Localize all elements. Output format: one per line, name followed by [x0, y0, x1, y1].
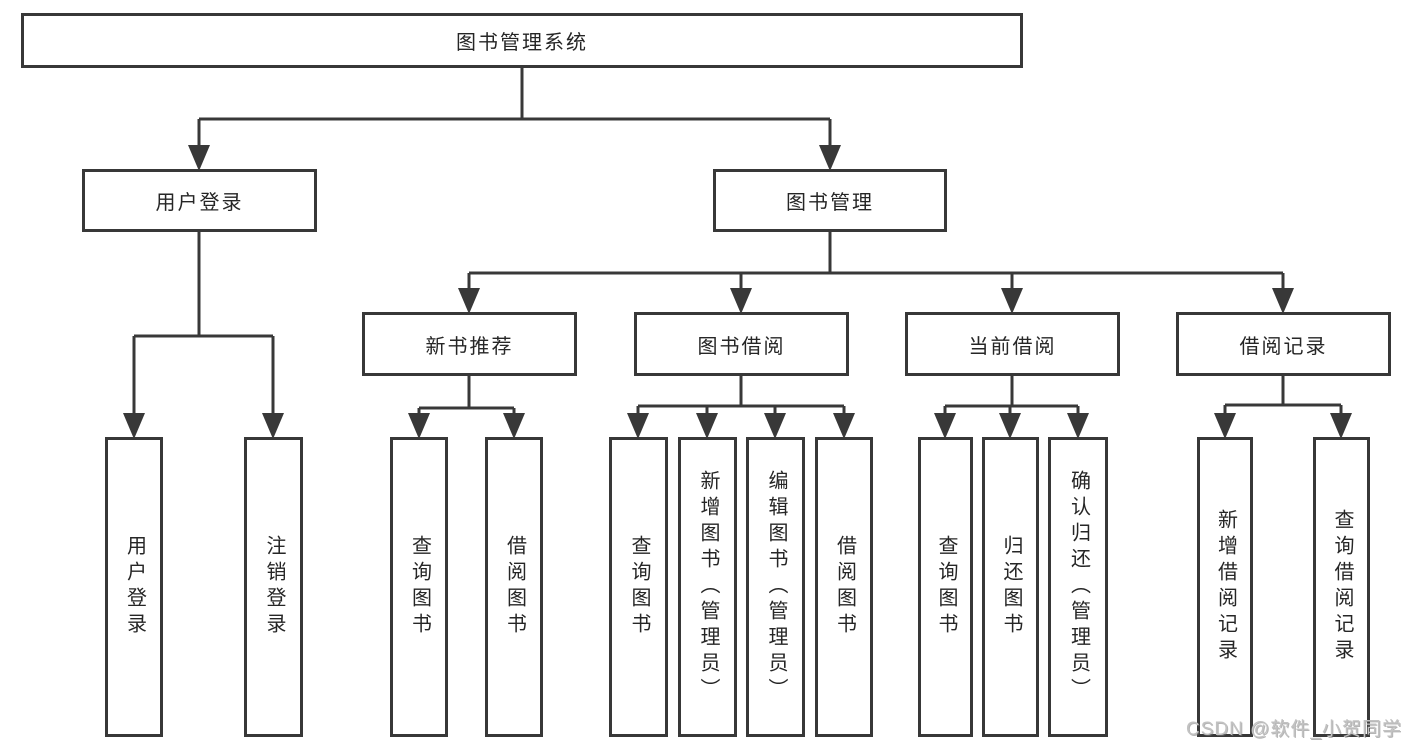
- leaf-add-borrow-record: 新增借阅记录: [1197, 437, 1253, 737]
- leaf-query-borrow-record: 查询借阅记录: [1313, 437, 1370, 737]
- node-user-login: 用户登录: [82, 169, 317, 232]
- arrowheads: [123, 145, 1352, 439]
- node-book-management: 图书管理: [713, 169, 947, 232]
- node-label: 归还图书: [1000, 535, 1022, 639]
- node-label: 确认归还（管理员）: [1067, 470, 1090, 704]
- node-label: 编辑图书（管理员）: [765, 470, 787, 704]
- node-label: 借阅图书: [503, 535, 526, 639]
- leaf-query-books-recommend: 查询图书: [390, 437, 448, 737]
- node-label: 新增图书（管理员）: [697, 470, 719, 704]
- node-label: 查询图书: [628, 535, 650, 639]
- node-book-borrowing: 图书借阅: [634, 312, 849, 376]
- node-label: 查询图书: [935, 535, 957, 639]
- node-label: 查询图书: [408, 535, 431, 639]
- node-current-borrowing: 当前借阅: [905, 312, 1120, 376]
- node-label: 图书管理: [786, 192, 874, 214]
- leaf-borrow-books-recommend: 借阅图书: [485, 437, 543, 737]
- node-library-management-system: 图书管理系统: [21, 13, 1023, 68]
- leaf-user-login: 用户登录: [105, 437, 163, 737]
- leaf-query-books-current: 查询图书: [918, 437, 973, 737]
- watermark: CSDN @软件_小贺同学: [1186, 719, 1402, 740]
- leaf-confirm-return-admin: 确认归还（管理员）: [1048, 437, 1108, 737]
- node-borrowing-records: 借阅记录: [1176, 312, 1391, 376]
- leaf-edit-book-admin: 编辑图书（管理员）: [746, 437, 805, 737]
- node-label: 图书借阅: [697, 335, 786, 358]
- node-label: 借阅记录: [1239, 335, 1328, 358]
- node-label: 新增借阅记录: [1214, 509, 1237, 665]
- node-label: 新书推荐: [425, 335, 514, 358]
- node-label: 用户登录: [155, 192, 244, 214]
- node-label: 借阅图书: [833, 535, 856, 639]
- node-label: 当前借阅: [968, 335, 1057, 358]
- leaf-borrow-books: 借阅图书: [815, 437, 873, 737]
- leaf-logout: 注销登录: [244, 437, 303, 737]
- leaf-return-books: 归还图书: [982, 437, 1039, 737]
- node-label: 查询借阅记录: [1331, 509, 1353, 665]
- leaf-query-books-borrow: 查询图书: [609, 437, 668, 737]
- node-label: 注销登录: [263, 535, 285, 639]
- node-label: 用户登录: [123, 535, 146, 639]
- node-label: 图书管理系统: [456, 32, 588, 54]
- node-new-book-recommendation: 新书推荐: [362, 312, 577, 376]
- leaf-add-book-admin: 新增图书（管理员）: [678, 437, 737, 737]
